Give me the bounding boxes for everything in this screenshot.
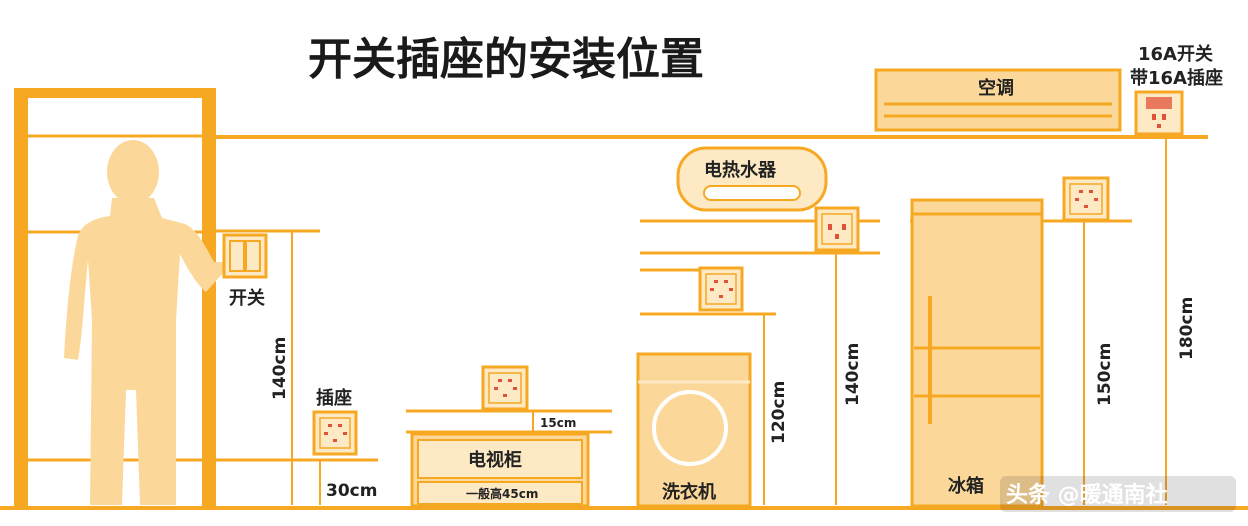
water-heater [676,146,828,212]
person-silhouette [64,140,224,505]
ac-note-line1: 16A开关 [1138,43,1213,65]
tv-cabinet-label: 电视柜 [468,449,522,471]
door-frame [14,88,216,508]
watermark: 头条 @暖通南社 [1000,476,1236,512]
fridge-socket [1062,176,1110,222]
tv-cabinet-note: 一般高45cm [466,486,538,501]
tv-cabinet [410,432,590,508]
switch-label: 开关 [229,287,265,309]
heater-socket [814,206,860,252]
washer-label: 洗衣机 [662,481,716,503]
watermark-text: 头条 @暖通南社 [1006,482,1168,508]
socket-height-text: 30cm [326,481,377,501]
fridge-label: 冰箱 [948,475,984,497]
ac-switch-socket [1134,90,1184,136]
heater-label: 电热水器 [704,159,777,181]
tv-offset-text: 15cm [540,416,576,430]
fridge-height-text: 150cm [1095,343,1115,406]
refrigerator [910,198,1044,508]
wall-socket [312,410,358,456]
heater-height-text: 140cm [843,343,863,406]
tv-socket [481,365,529,411]
ac-note-line2: 带16A插座 [1130,67,1223,89]
switch-height-text: 140cm [270,337,290,400]
socket-label: 插座 [316,387,352,409]
aircon-label: 空调 [978,77,1014,99]
washer-socket [698,266,744,312]
washer-height-text: 120cm [769,381,789,444]
air-conditioner [874,68,1122,132]
wall-switch [222,233,268,279]
washing-machine [636,352,752,508]
ac-height-text: 180cm [1177,297,1197,360]
page-title: 开关插座的安装位置 [308,34,704,85]
